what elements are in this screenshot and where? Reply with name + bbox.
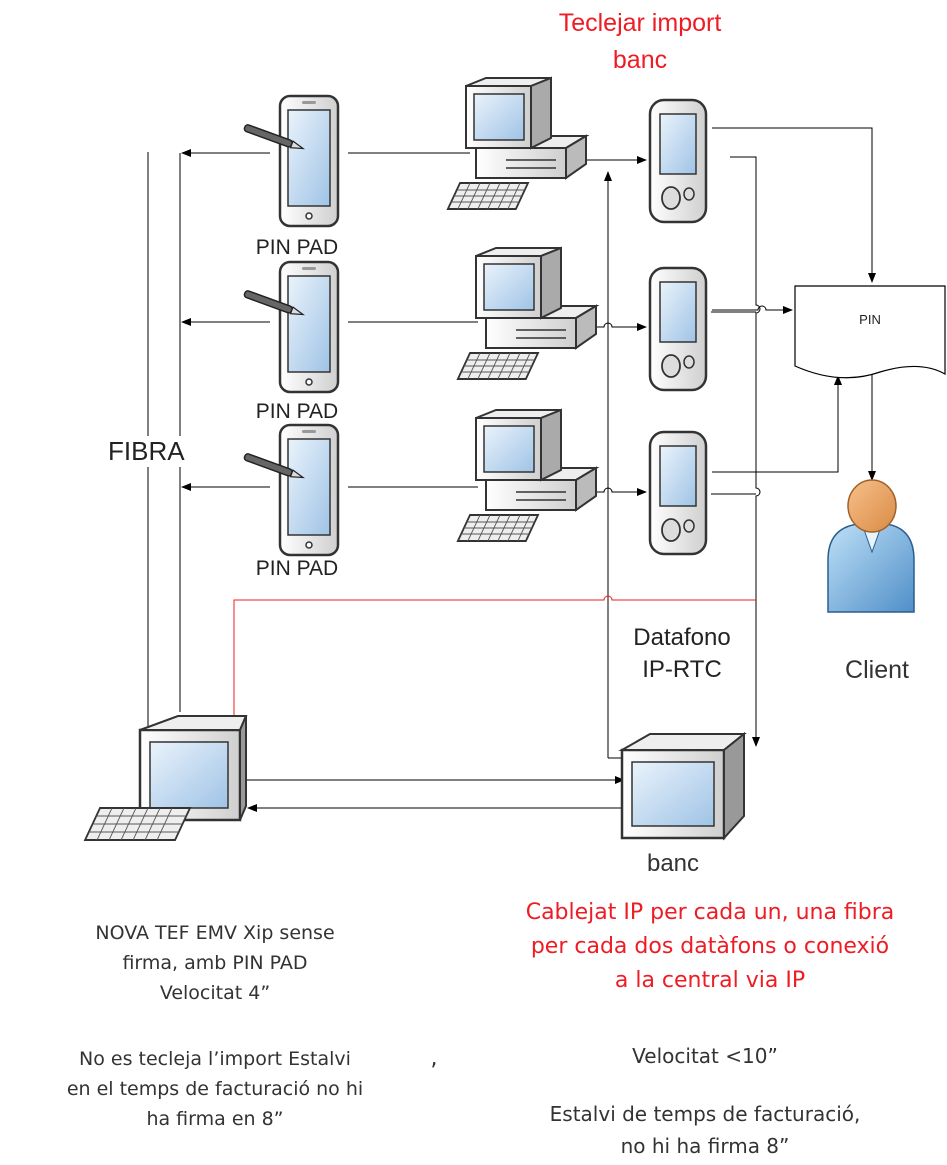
client-person-icon xyxy=(827,479,915,613)
pin-pad-label-1: PIN PAD xyxy=(255,236,339,259)
pin-pad-2-icon xyxy=(242,260,340,394)
client-label: Client xyxy=(845,656,909,684)
banc-label: banc xyxy=(646,850,700,877)
stray-comma: , xyxy=(430,1046,438,1071)
tef-description: NOVA TEF EMV Xip sense firma, amb PIN PA… xyxy=(95,922,335,1004)
pin-document-label: PIN xyxy=(859,312,881,327)
red-return-line xyxy=(230,595,756,753)
desktop-pc-2-icon xyxy=(456,247,597,380)
cabling-note: Cablejat IP per cada un, una fibra per c… xyxy=(525,900,895,993)
pin-pad-3-icon xyxy=(242,423,340,557)
desktop-pc-1-icon xyxy=(446,77,587,210)
datafono-terminal-2-icon xyxy=(648,266,708,392)
bank-monitor-icon xyxy=(618,731,747,841)
savings-note-left: No es tecleja l’import Estalvi en el tem… xyxy=(66,1048,364,1130)
connection-lines xyxy=(147,127,876,812)
pin-pad-label-3: PIN PAD xyxy=(255,557,339,580)
tef-pc-icon xyxy=(83,715,248,841)
pin-pad-1-icon xyxy=(242,94,340,228)
datafono-terminal-3-icon xyxy=(648,430,708,556)
datafono-terminal-1-icon xyxy=(648,98,708,224)
datafono-label: Datafono IP-RTC xyxy=(633,624,731,683)
pin-pad-label-2: PIN PAD xyxy=(255,400,339,423)
desktop-pc-3-icon xyxy=(456,409,597,542)
savings-note-right: Estalvi de temps de facturació, no hi ha… xyxy=(549,1102,861,1158)
speed-note: Velocitat <10” xyxy=(632,1044,778,1068)
pin-document-icon xyxy=(794,285,946,379)
fibra-label: FIBRA xyxy=(108,436,218,467)
teclejar-import-label: Teclejar import banc xyxy=(558,9,722,74)
